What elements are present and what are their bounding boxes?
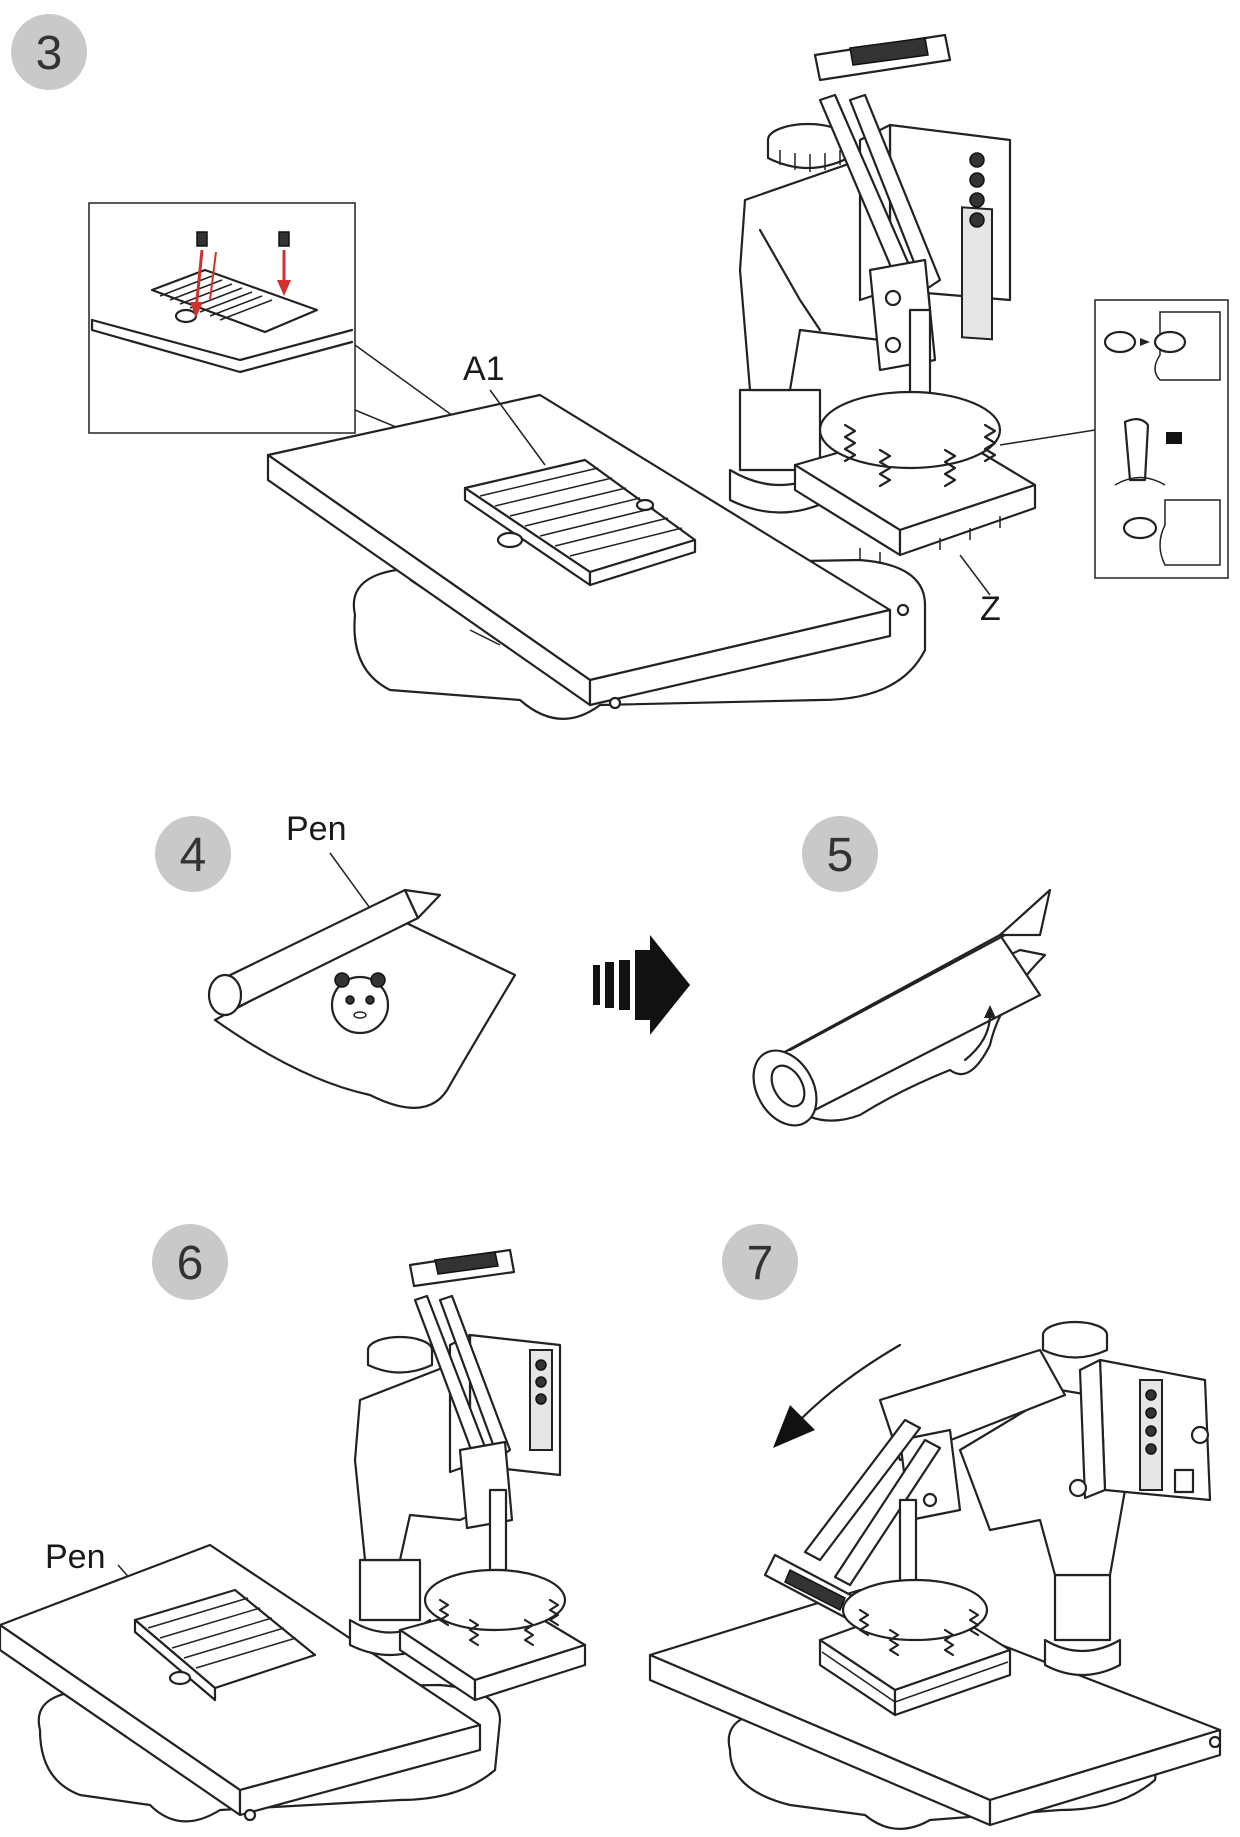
inset-detail-box <box>88 202 356 434</box>
step-number: 6 <box>177 1237 204 1290</box>
press-head-upright <box>728 33 1037 564</box>
spring-icon <box>438 1598 560 1647</box>
step-number: 3 <box>36 27 63 80</box>
pen-tip-icon <box>998 888 1052 937</box>
spring-icon <box>843 423 997 488</box>
step-badge <box>152 1224 228 1300</box>
handle-grip-icon <box>784 1568 846 1612</box>
power-switch-icon <box>1173 1468 1195 1494</box>
step-badge <box>155 816 231 892</box>
down-arrow-icon <box>1146 432 1202 444</box>
step-badge <box>11 14 87 90</box>
pen-tip-icon <box>403 888 442 920</box>
screw-icon <box>278 231 290 247</box>
step-number: 5 <box>827 829 854 882</box>
label-pen-step6: Pen <box>45 1538 106 1576</box>
step-7-panel: 7 <box>648 1224 1222 1830</box>
ring-icon <box>1153 330 1187 354</box>
spring-icon <box>858 1608 980 1657</box>
screw-icon <box>196 231 208 247</box>
step-3-panel: 3 <box>11 14 1229 720</box>
right-arrow-icon <box>593 935 690 1035</box>
red-arrow-icon <box>190 302 203 318</box>
power-knob-icon <box>1190 1425 1210 1445</box>
step-number: 4 <box>180 829 207 882</box>
rotate-arrow-icon <box>798 1343 902 1422</box>
handle-grip-icon <box>849 37 929 66</box>
step-number: 7 <box>747 1237 774 1290</box>
step-badge <box>722 1224 798 1300</box>
wrench-icon <box>1123 418 1150 482</box>
step-5-panel: 5 <box>752 816 1052 1127</box>
side-detail-box <box>1094 299 1229 579</box>
handle-grip-icon <box>434 1251 499 1275</box>
label-pen-step4: Pen <box>286 810 347 848</box>
step-4-panel: 4 Pen <box>155 810 517 1109</box>
nut-icon <box>1103 330 1137 354</box>
curl-arrow-icon <box>963 1013 992 1062</box>
label-z: Z <box>980 590 1001 628</box>
panda-icon <box>330 972 390 1035</box>
red-arrow-icon <box>277 280 291 296</box>
step-badge <box>802 816 878 892</box>
a1-pad <box>463 458 697 587</box>
step-6-panel: 6 Pen <box>0 1224 587 1823</box>
label-a1: A1 <box>463 350 505 388</box>
